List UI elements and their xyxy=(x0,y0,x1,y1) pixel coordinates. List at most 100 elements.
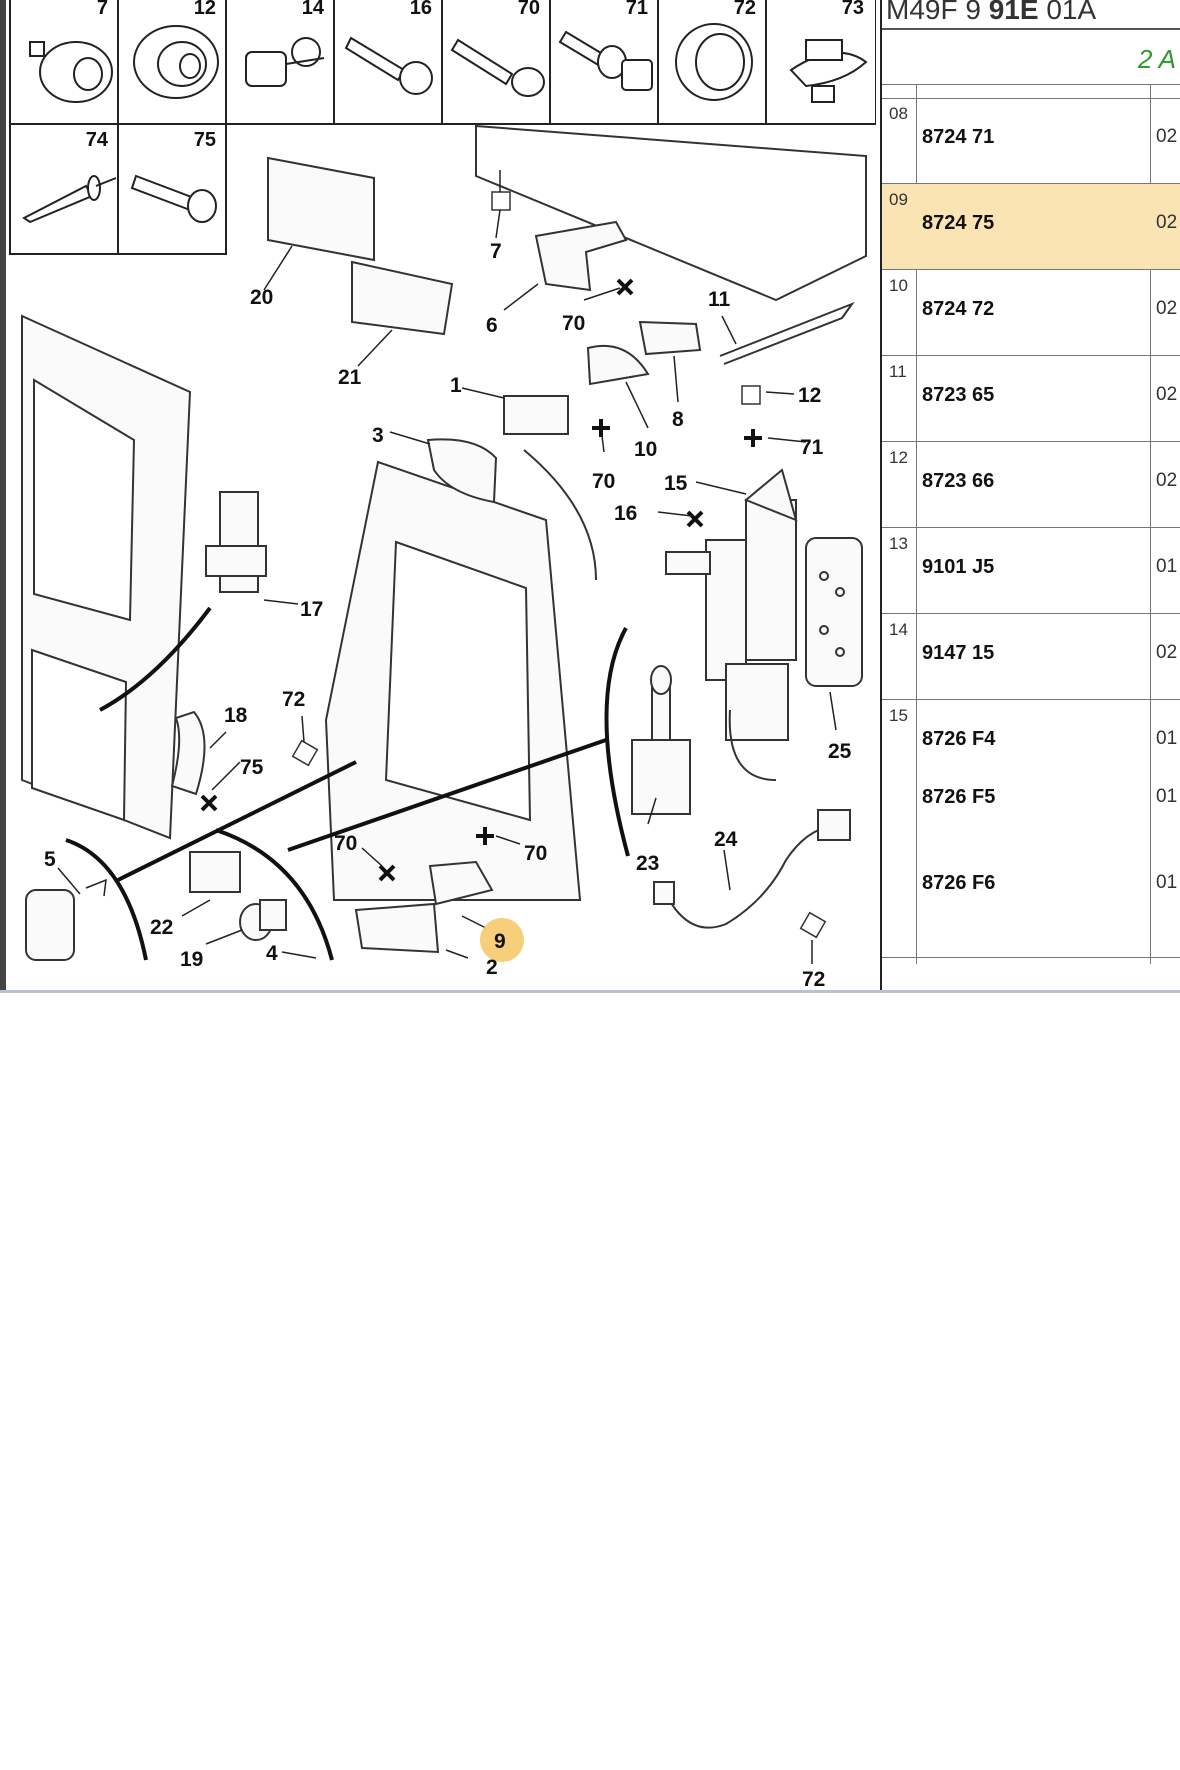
callout-10[interactable]: 10 xyxy=(634,438,657,461)
row-index: 15 xyxy=(889,706,908,725)
callout-19[interactable]: 19 xyxy=(180,948,203,971)
plug-7-icon[interactable] xyxy=(29,41,113,103)
lock-motor-lower[interactable] xyxy=(725,663,789,741)
part-reference[interactable]: 8723 65 xyxy=(922,384,995,406)
part-reference[interactable]: 8726 F6 xyxy=(922,872,996,894)
callout-2[interactable]: 2 xyxy=(486,956,498,979)
part-reference[interactable]: 8723 66 xyxy=(922,470,995,492)
callout-9-highlight xyxy=(480,918,524,962)
part-reference[interactable]: 9147 15 xyxy=(922,642,995,664)
harness-24[interactable] xyxy=(653,809,851,929)
part-reference[interactable]: 9101 J5 xyxy=(922,556,995,578)
cap-5[interactable] xyxy=(25,889,75,961)
latch-2[interactable] xyxy=(354,902,440,954)
diagram-svg: 7 12 14 16 70 71 72 73 74 75 xyxy=(9,0,876,990)
screw-16-icon[interactable] xyxy=(344,36,433,95)
callout-16[interactable]: 16 xyxy=(614,502,637,525)
callout-21[interactable]: 21 xyxy=(338,366,362,389)
callout-7[interactable]: 7 xyxy=(490,240,502,263)
parts-row[interactable]: 14 9147 15 02 xyxy=(882,614,1180,700)
callout-25[interactable]: 25 xyxy=(828,740,852,763)
part-reference[interactable]: 8724 75 xyxy=(922,212,995,234)
callout-22[interactable]: 22 xyxy=(150,916,173,939)
callout-24[interactable]: 24 xyxy=(714,828,738,851)
roof-panel xyxy=(475,124,867,302)
callout-72-bottom[interactable]: 72 xyxy=(802,968,825,990)
screw-75-icon[interactable] xyxy=(130,174,217,223)
grid-label-74: 74 xyxy=(86,129,109,151)
grid-label-7: 7 xyxy=(97,0,108,19)
hinge-17[interactable] xyxy=(205,491,267,593)
callout-23[interactable]: 23 xyxy=(636,852,659,875)
striker-plate-25[interactable] xyxy=(805,537,863,687)
callout-9[interactable]: 9 xyxy=(494,930,506,953)
part-quantity: 02 xyxy=(1156,212,1178,233)
lock-cylinder-19[interactable] xyxy=(239,899,287,941)
latch-1[interactable] xyxy=(503,395,569,435)
parts-catalog-viewer: 7 12 14 16 70 71 72 73 74 75 xyxy=(0,0,1180,993)
lock-mechanism-15[interactable] xyxy=(665,468,798,681)
bumper-10[interactable] xyxy=(586,344,650,386)
callout-70-top[interactable]: 70 xyxy=(562,312,585,335)
panel-subtitle: 2 A xyxy=(1137,44,1176,74)
callout-20[interactable]: 20 xyxy=(250,286,273,309)
callout-12[interactable]: 12 xyxy=(798,384,821,407)
callout-labels: 1 2 3 4 5 6 7 8 9 10 11 12 15 16 17 18 1… xyxy=(44,240,852,990)
callout-18[interactable]: 18 xyxy=(224,704,248,727)
callout-8[interactable]: 8 xyxy=(672,408,684,431)
grid-label-16: 16 xyxy=(410,0,432,19)
bumper-9[interactable] xyxy=(428,860,494,906)
clip-14-icon[interactable] xyxy=(245,37,325,87)
diagram-code-prefix: M49F 9 xyxy=(886,0,981,25)
callout-4[interactable]: 4 xyxy=(266,942,278,965)
grommet-12-icon[interactable] xyxy=(133,25,219,99)
callout-70-right[interactable]: 70 xyxy=(524,842,547,865)
callout-11[interactable]: 11 xyxy=(708,288,731,311)
callout-6[interactable]: 6 xyxy=(486,314,498,337)
callout-75[interactable]: 75 xyxy=(240,756,264,779)
hinge-6[interactable] xyxy=(534,220,628,292)
rivet-74-icon[interactable] xyxy=(22,175,117,224)
part-reference[interactable]: 8726 F4 xyxy=(922,728,996,750)
screw-70-icon[interactable] xyxy=(450,38,545,97)
row-index: 14 xyxy=(889,620,908,639)
plug-72-icon[interactable] xyxy=(675,23,753,101)
callout-72-mid[interactable]: 72 xyxy=(282,688,305,711)
bumper-8[interactable] xyxy=(638,320,702,356)
handle-3[interactable] xyxy=(426,438,498,504)
clip-73-icon[interactable] xyxy=(789,39,868,103)
diagram-code: M49F 9 91E 01A xyxy=(882,0,1180,28)
table-header-bottom xyxy=(882,98,1180,99)
callout-5[interactable]: 5 xyxy=(44,848,56,871)
actuator-23[interactable] xyxy=(631,665,691,815)
callout-3[interactable]: 3 xyxy=(372,424,384,447)
bracket-21[interactable] xyxy=(351,260,454,336)
part-reference[interactable]: 8726 F5 xyxy=(922,786,996,808)
bolt-71-icon[interactable] xyxy=(558,30,653,91)
relay-20[interactable] xyxy=(267,156,375,262)
part-quantity: 01 xyxy=(1156,728,1178,749)
part-reference[interactable]: 8724 71 xyxy=(922,126,995,148)
callout-17[interactable]: 17 xyxy=(300,598,323,621)
callout-71[interactable]: 71 xyxy=(800,436,824,459)
part-quantity: 02 xyxy=(1156,642,1178,663)
grid-label-72: 72 xyxy=(734,0,756,19)
bracket-22[interactable] xyxy=(189,851,241,893)
callout-70-mid[interactable]: 70 xyxy=(592,470,615,493)
part-reference[interactable]: 8724 72 xyxy=(922,298,995,320)
callout-70-left[interactable]: 70 xyxy=(334,832,357,855)
left-door-panel xyxy=(21,314,192,840)
callout-15[interactable]: 15 xyxy=(664,472,688,495)
handle-18[interactable] xyxy=(170,710,206,796)
column-divider-index xyxy=(916,84,917,964)
fastener-grid-labels: 7 12 14 16 70 71 72 73 74 75 xyxy=(86,0,864,151)
part-quantity: 01 xyxy=(1156,556,1178,577)
callout-1[interactable]: 1 xyxy=(450,374,462,397)
